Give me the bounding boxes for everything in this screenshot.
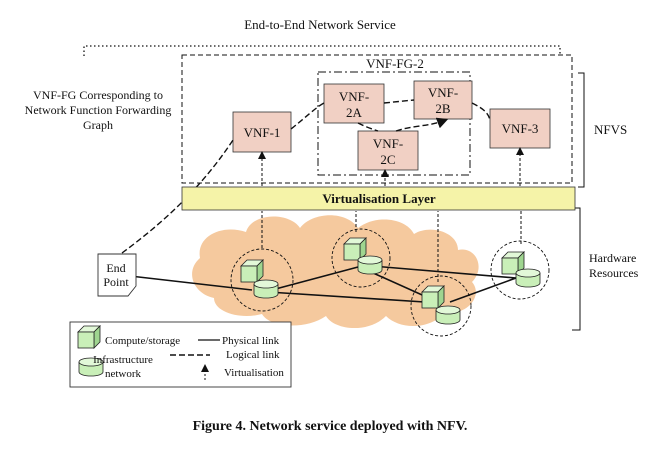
- node-4: [490, 240, 550, 300]
- vnf-2b-label-2: 2B: [435, 101, 451, 116]
- figure-caption: Figure 4. Network service deployed with …: [193, 419, 468, 434]
- vnf-2a-label-1: VNF-: [339, 89, 369, 104]
- vnffg2-label: VNF-FG-2: [366, 56, 424, 71]
- vnf-2a-box: VNF- 2A: [323, 83, 385, 124]
- vnf-1-box: VNF-1: [232, 111, 292, 153]
- legend-infra-label-2: network: [105, 368, 142, 380]
- vnf-2c-label-1: VNF-: [373, 136, 403, 151]
- vnf-2c-label-2: 2C: [380, 152, 395, 167]
- vnf-1-label: VNF-1: [244, 125, 281, 140]
- node-1: [230, 248, 294, 312]
- vnf-3-box: VNF-3: [489, 108, 551, 149]
- vnf-2b-label-1: VNF-: [428, 85, 458, 100]
- end-point-label-1: End: [106, 261, 125, 275]
- vnffg-label-line2: Network Function Forwarding: [25, 103, 172, 117]
- legend-virtualisation-label: Virtualisation: [224, 367, 284, 379]
- vnffg-label-line1: VNF-FG Corresponding to: [33, 88, 163, 102]
- vnffg-label-line3: Graph: [83, 118, 113, 132]
- hardware-label-line1: Hardware: [589, 251, 636, 265]
- legend: Compute/storage Infrastructure network P…: [69, 321, 292, 388]
- diagram-title: End-to-End Network Service: [244, 17, 396, 32]
- end-point: End Point: [97, 253, 137, 297]
- virtualisation-layer: Virtualisation Layer: [181, 186, 576, 211]
- node-3: [410, 275, 472, 337]
- legend-infra-label-1: Infrastructure: [93, 354, 153, 366]
- virtualisation-arrows: [258, 147, 524, 282]
- service-bracket: [83, 45, 561, 56]
- node-2: [331, 228, 391, 288]
- legend-compute-icon: [77, 325, 101, 349]
- legend-compute-label: Compute/storage: [105, 335, 180, 347]
- legend-physical-label: Physical link: [222, 335, 280, 347]
- vnf-2a-label-2: 2A: [346, 105, 363, 120]
- end-point-label-2: Point: [103, 275, 129, 289]
- nfvs-box: [181, 54, 573, 184]
- virtualisation-layer-label: Virtualisation Layer: [322, 191, 435, 206]
- vnf-2b-box: VNF- 2B: [413, 80, 473, 120]
- vnf-3-label: VNF-3: [502, 121, 539, 136]
- nfvs-label: NFVS: [594, 122, 627, 137]
- hardware-label-line2: Resources: [589, 266, 639, 280]
- vnf-2c-box: VNF- 2C: [357, 130, 419, 171]
- vnffg2-box: [317, 71, 471, 176]
- legend-logical-label: Logical link: [226, 349, 280, 361]
- logical-links: [121, 99, 491, 254]
